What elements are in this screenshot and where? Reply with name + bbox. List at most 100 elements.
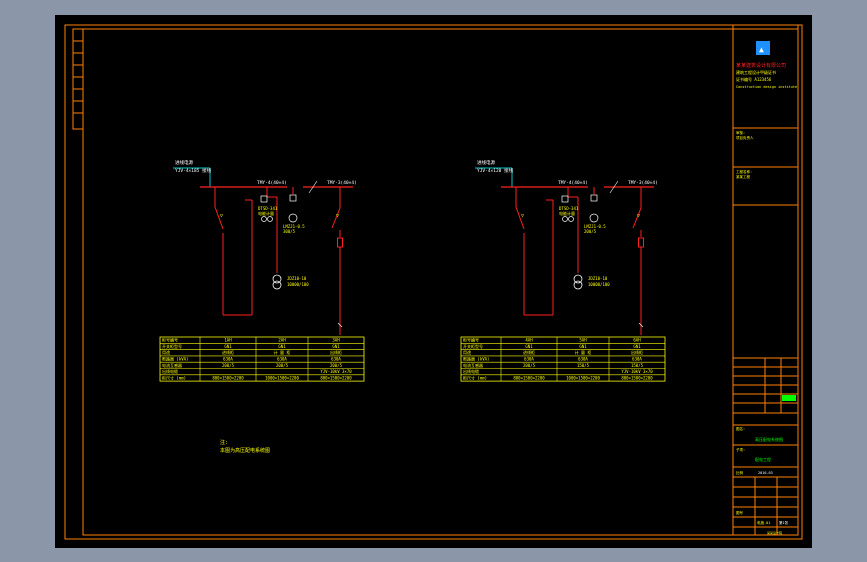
project-value: 某某工程 xyxy=(736,174,750,179)
meter-label-1: DTSD-341 xyxy=(258,206,278,211)
meter-label-2: 电能计量 xyxy=(258,210,274,216)
table-cell: 200/5 xyxy=(276,363,289,368)
table-row-label: 断路器 (kVA) xyxy=(463,356,489,362)
sheet-value: 第1张 xyxy=(779,520,789,525)
right-panel: 进线电源 YJV-4×120 接线 TMY-4(40×4) TMY-3(40×4… xyxy=(460,159,666,382)
table-cell: GN1 xyxy=(525,344,533,349)
table-row-label: 用途 xyxy=(463,349,471,355)
svg-text:▲: ▲ xyxy=(759,45,764,54)
table-cell: 630A xyxy=(524,357,534,362)
table-row-label: 出线电缆 xyxy=(463,368,479,374)
table-row-label: 电流互感器 xyxy=(162,362,182,368)
scale-label: 比例 xyxy=(736,470,744,475)
meter-icon xyxy=(260,195,298,223)
table-cell: 6AH xyxy=(633,338,641,343)
meter-label-1-r: DTSD-341 xyxy=(559,206,579,211)
table-cell: 进线柜 xyxy=(523,349,535,355)
drawing-sheet: 进线电源 YJV-4×185 接线 TMY-4(40×4) TMY-3(40×4… xyxy=(55,15,812,548)
date-value: 2016-03 xyxy=(758,471,773,475)
table-cell: 630A xyxy=(632,357,642,362)
busbar-right-label-r: TMY-3(40×4) xyxy=(628,180,658,186)
table-cell: 800×1500×2200 xyxy=(320,375,352,380)
title-block: ▲ 某某建筑设计有限公司 建筑工程设计甲级证书 证书编号 A123456 Con… xyxy=(732,24,799,536)
table-cell: GN1 xyxy=(579,344,587,349)
table-cell: 800×1500×2200 xyxy=(212,375,244,380)
drawing-value: 高压配电系统图 xyxy=(755,436,783,442)
table-row-label: 柜号编号 xyxy=(162,337,178,343)
table-cell: 630A xyxy=(277,357,287,362)
vt-label-1-r: JDZ10-10 xyxy=(588,276,608,281)
svg-text:▽: ▽ xyxy=(637,213,640,219)
table-row-label: 柜尺寸 (mm) xyxy=(162,374,186,380)
table-cell: 630A xyxy=(223,357,233,362)
table-cell: GN1 xyxy=(633,344,641,349)
table-row-label: 柜号编号 xyxy=(463,337,479,343)
table-cell: 1000×1500×2200 xyxy=(566,375,600,380)
table-cell: YJV-10kV 3×70 xyxy=(320,369,352,374)
table-cell: 进线柜 xyxy=(222,349,234,355)
meter-label-2-r: 电能计量 xyxy=(559,210,575,216)
company-logo-icon xyxy=(756,41,770,55)
feeder-4ah xyxy=(515,187,554,316)
table-cell: 计 量 柜 xyxy=(274,349,291,355)
table-cell: 1000×1500×2200 xyxy=(265,375,299,380)
table-row-label: 开关柜型号 xyxy=(162,343,182,349)
table-cell: 630A xyxy=(331,357,341,362)
approval-value: 项目负责人 xyxy=(736,135,754,140)
vt-label-1: JDZ10-10 xyxy=(287,276,307,281)
approval-label: 审核: xyxy=(736,130,745,135)
company-line-2: 建筑工程设计甲级证书 xyxy=(736,69,776,75)
table-row-label: 柜尺寸 (mm) xyxy=(463,374,487,380)
table-cell: 150/5 xyxy=(577,363,590,368)
feeder-3ah xyxy=(331,187,343,335)
table-cell: 2AH xyxy=(278,338,286,343)
inner-frame xyxy=(82,28,799,536)
busbar-left-label-r: TMY-4(40×4) xyxy=(558,180,588,186)
incoming-label-2-right: YJV-4×120 接线 xyxy=(477,167,514,174)
table-cell: 630A xyxy=(578,357,588,362)
incoming-label-1-right: 进线电源 xyxy=(477,159,495,166)
company-line-1: 某某建筑设计有限公司 xyxy=(736,62,786,69)
ct-label-2: 300/5 xyxy=(283,229,296,234)
table-cell: 1AH xyxy=(224,338,232,343)
drawing-label: 图名: xyxy=(736,426,745,431)
notes-heading: 注: xyxy=(220,439,228,446)
table-row-label: 断路器 (kVA) xyxy=(162,356,188,362)
number-value: 电施-01 xyxy=(757,520,770,525)
busbar-right-label: TMY-3(40×4) xyxy=(327,180,357,186)
table-cell: 200/5 xyxy=(222,363,235,368)
table-cell: 3AH xyxy=(332,338,340,343)
svg-text:▽: ▽ xyxy=(336,213,339,219)
feeder-6ah xyxy=(632,187,644,335)
feeder-1ah xyxy=(214,187,253,316)
number-label: 图号 xyxy=(736,510,744,515)
switch-mark-1: ▽ xyxy=(220,213,223,219)
table-cell: 150/5 xyxy=(631,363,644,368)
table-cell: 200/5 xyxy=(523,363,536,368)
table-cell: 计 量 柜 xyxy=(575,349,592,355)
sub-label: 子项: xyxy=(736,447,745,452)
meter-icon-right xyxy=(561,195,599,223)
footer-text: 某某设计院 xyxy=(767,530,782,535)
outer-frame xyxy=(64,24,803,540)
table-cell: 800×1500×2200 xyxy=(513,375,545,380)
left-panel: 进线电源 YJV-4×185 接线 TMY-4(40×4) TMY-3(40×4… xyxy=(159,159,365,382)
table-cell: 4AH xyxy=(525,338,533,343)
feeder-5ah xyxy=(567,187,579,273)
table-row-label: 出线电缆 xyxy=(162,368,178,374)
incoming-label-2: YJV-4×185 接线 xyxy=(175,167,212,174)
company-line-3: 证书编号 A123456 xyxy=(736,76,772,82)
table-row-label: 开关柜型号 xyxy=(463,343,483,349)
table-row-label: 用途 xyxy=(162,349,170,355)
sub-value: 配电工程 xyxy=(755,456,771,462)
voltage-transformer-icon xyxy=(272,274,282,290)
table-cell: 800×1500×2200 xyxy=(621,375,653,380)
table-cell: 出线柜 xyxy=(330,349,342,355)
feeder-2ah xyxy=(266,187,278,273)
ct-label-2-r: 200/5 xyxy=(584,229,597,234)
company-line-4: Construction design institute xyxy=(736,85,797,89)
svg-text:▽: ▽ xyxy=(521,213,524,219)
table-cell: 5AH xyxy=(579,338,587,343)
